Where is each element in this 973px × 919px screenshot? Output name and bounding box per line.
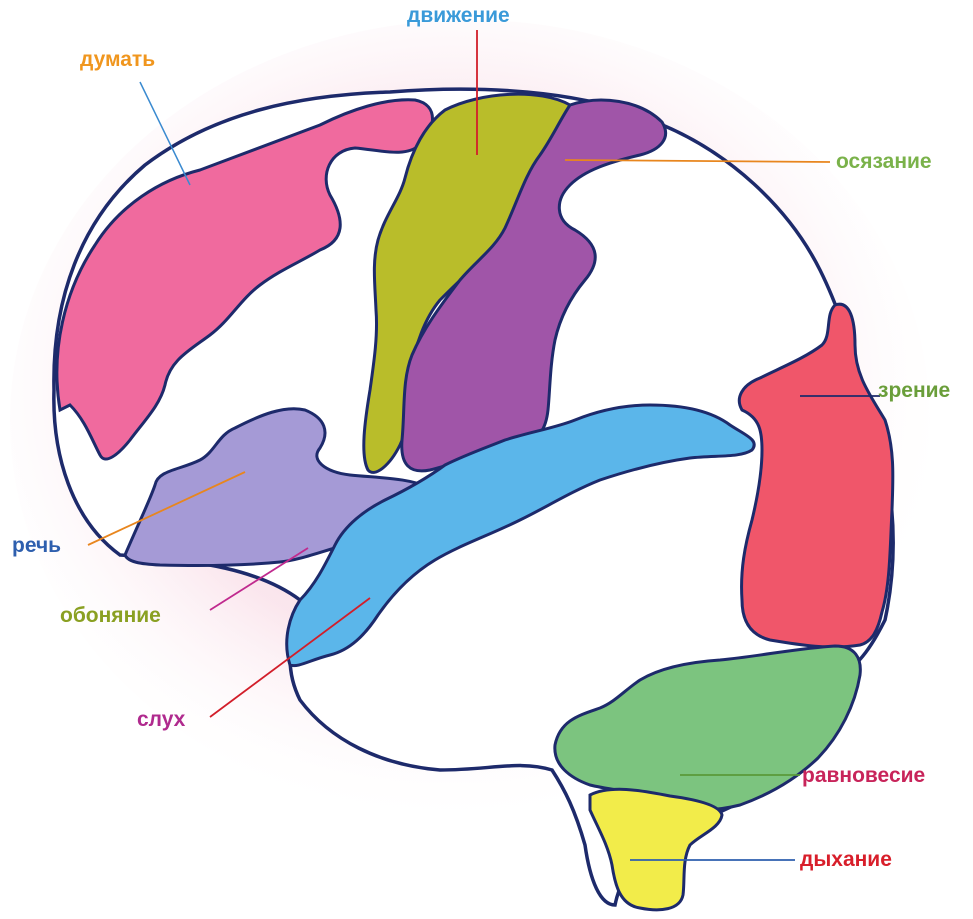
breathing-label: дыхание [800, 848, 892, 871]
balance-label: равновесие [802, 764, 925, 787]
touch-label: осязание [836, 150, 932, 173]
think-label: думать [80, 48, 155, 71]
hearing-label: слух [137, 708, 186, 731]
smell-label: обоняние [60, 604, 161, 627]
movement-label: движение [407, 4, 510, 27]
vision-label: зрение [878, 379, 950, 402]
speech-label: речь [12, 534, 61, 557]
